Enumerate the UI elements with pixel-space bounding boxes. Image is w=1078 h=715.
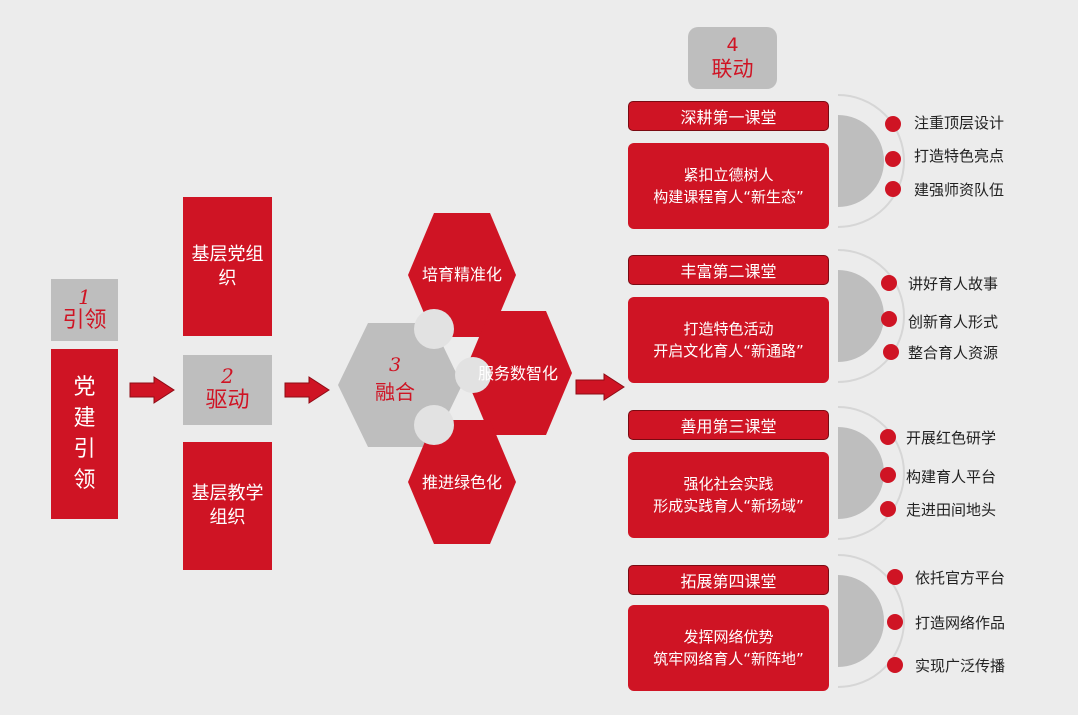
group3-line2: 形成实践育人“新场域” <box>653 497 804 515</box>
stage1-char: 建 <box>73 406 96 431</box>
arrow-1-to-2-icon <box>129 376 175 404</box>
bullet-dot <box>885 116 901 132</box>
group3-bullet-2: 构建育人平台 <box>906 468 997 486</box>
stage4-number: 4 <box>726 34 739 56</box>
bullet-dot <box>880 467 896 483</box>
bullet-dot <box>887 569 903 585</box>
hex-joint-top <box>414 309 454 349</box>
stage3-hexagon-cluster <box>338 213 572 544</box>
bullet-dot <box>887 657 903 673</box>
group2-body: 打造特色活动 开启文化育人“新通路” <box>628 297 829 383</box>
arrow-3-to-4-icon <box>575 373 625 401</box>
group4-body: 发挥网络优势 筑牢网络育人“新阵地” <box>628 605 829 691</box>
group2-bullet-3: 整合育人资源 <box>908 344 999 362</box>
arrow-2-to-3-icon <box>284 376 330 404</box>
group4-title: 拓展第四课堂 <box>628 565 829 595</box>
group1-line1: 紧扣立德树人 <box>683 166 774 184</box>
group4-semicircle <box>837 554 905 688</box>
bullet-dot <box>881 311 897 327</box>
stage1-char: 党 <box>73 375 96 400</box>
stage3-number: 3 <box>388 353 402 376</box>
hex-right-shape <box>464 311 572 435</box>
stage1-char: 引 <box>73 437 96 462</box>
group2-semicircle <box>837 249 905 383</box>
hex-bottom-shape <box>408 420 516 544</box>
group4-bullet-2: 打造网络作品 <box>915 614 1006 632</box>
group2-line1: 打造特色活动 <box>683 320 774 338</box>
bullet-dot <box>880 429 896 445</box>
bullet-dot <box>880 501 896 517</box>
stage3-title: 融合 <box>375 379 415 404</box>
stage3-label: 3 融合 <box>345 350 445 408</box>
group1-title: 深耕第一课堂 <box>628 101 829 131</box>
stage1-party-box: 党 建 引 领 <box>51 349 118 519</box>
group3-line1: 强化社会实践 <box>683 475 774 493</box>
bullet-dot <box>885 181 901 197</box>
stage2-label: 2 驱动 <box>183 355 272 425</box>
group2-line2: 开启文化育人“新通路” <box>653 342 804 360</box>
stage4-title: 联动 <box>711 57 754 81</box>
group4-bullet-3: 实现广泛传播 <box>915 657 1006 675</box>
bullet-dot <box>887 614 903 630</box>
group4-line1: 发挥网络优势 <box>683 628 774 646</box>
group4-line2: 筑牢网络育人“新阵地” <box>653 650 804 668</box>
group3-body: 强化社会实践 形成实践育人“新场域” <box>628 452 829 538</box>
stage2-title: 驱动 <box>205 388 250 413</box>
stage1-number: 1 <box>78 285 91 309</box>
group3-bullet-3: 走进田间地头 <box>906 501 997 519</box>
group3-bullet-1: 开展红色研学 <box>906 429 997 447</box>
hex-top-shape <box>408 213 516 337</box>
group2-title: 丰富第二课堂 <box>628 255 829 285</box>
group3-semicircle <box>837 406 905 540</box>
group1-bullet-1: 注重顶层设计 <box>914 114 1005 132</box>
stage2-party-org-box: 基层党组织 <box>183 197 272 336</box>
bullet-dot <box>885 151 901 167</box>
stage1-char: 领 <box>73 468 96 493</box>
group1-bullet-2: 打造特色亮点 <box>914 147 1005 165</box>
group1-body: 紧扣立德树人 构建课程育人“新生态” <box>628 143 829 229</box>
group2-bullet-1: 讲好育人故事 <box>908 275 999 293</box>
hex-bottom-label: 推进绿色化 <box>421 473 502 492</box>
hex-top-label: 培育精准化 <box>421 265 502 284</box>
hex-joint-right <box>455 357 491 393</box>
group1-bullet-3: 建强师资队伍 <box>914 181 1005 199</box>
group3-title: 善用第三课堂 <box>628 410 829 440</box>
group4-bullet-1: 依托官方平台 <box>915 569 1006 587</box>
group1-semicircle <box>837 94 905 228</box>
bullet-dot <box>883 344 899 360</box>
group2-bullet-2: 创新育人形式 <box>908 313 999 331</box>
stage1-title: 引领 <box>62 308 107 333</box>
hex-joint-bottom <box>414 405 454 445</box>
stage4-label: 4 联动 <box>688 27 777 89</box>
group1-line2: 构建课程育人“新生态” <box>653 188 804 206</box>
stage2-number: 2 <box>221 364 234 388</box>
stage1-label: 1 引领 <box>51 279 118 341</box>
hex-right-label: 服务数智化 <box>477 364 558 383</box>
bullet-dot <box>881 275 897 291</box>
stage2-teaching-org-box: 基层教学组织 <box>183 442 272 570</box>
